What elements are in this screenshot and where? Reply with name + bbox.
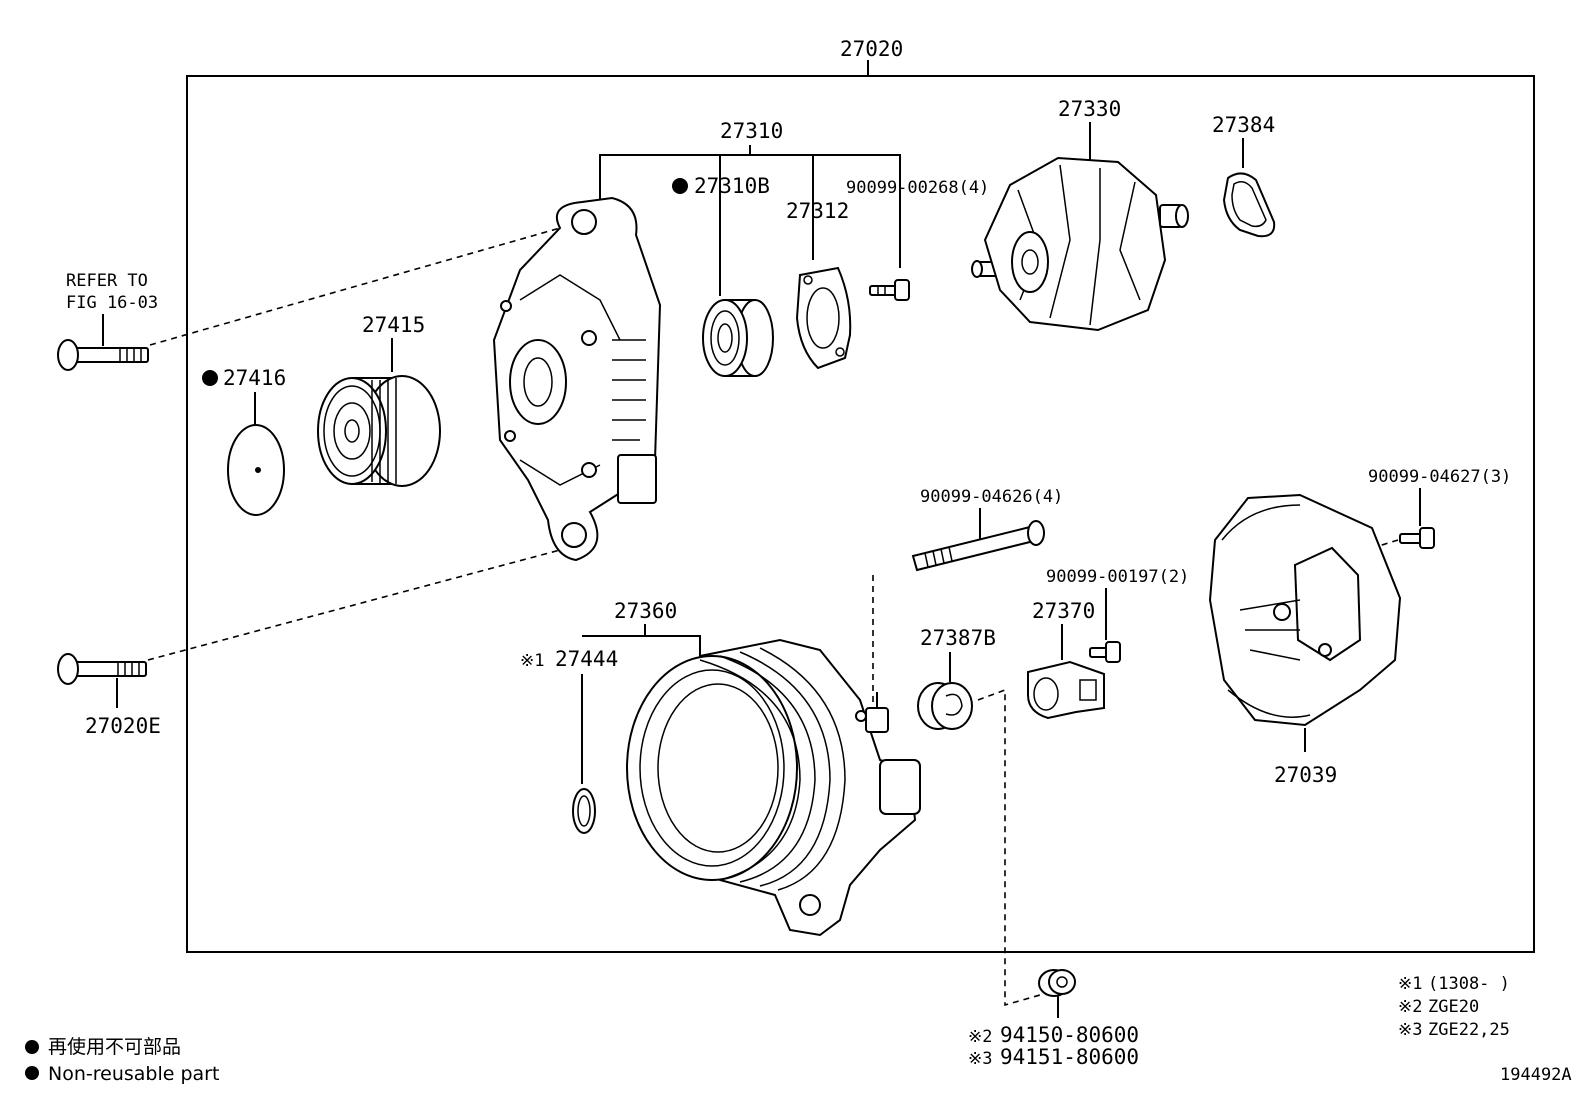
bolt-refer-fig <box>57 339 149 371</box>
label-27312[interactable]: 27312 <box>786 199 849 223</box>
non-reusable-dot-27416 <box>202 370 218 386</box>
legend-jp: 再使用不可部品 <box>48 1036 181 1058</box>
insulator-27387b <box>917 682 973 730</box>
label-27310b[interactable]: 27310B <box>694 174 770 198</box>
note-1-mark: ※1 <box>1398 974 1422 994</box>
label-90099-00197[interactable]: 90099-00197(2) <box>1046 567 1189 587</box>
screw-90099-00197 <box>1089 641 1121 663</box>
label-27384[interactable]: 27384 <box>1212 113 1275 137</box>
note-2-text: ZGE20 <box>1428 997 1479 1017</box>
screw-90099-00268 <box>869 279 910 301</box>
bearing-27310b <box>702 299 774 377</box>
brush-holder-27370 <box>1027 660 1105 720</box>
assembly-boundary <box>186 75 1535 953</box>
label-27330[interactable]: 27330 <box>1058 97 1121 121</box>
legend-en: Non-reusable part <box>48 1063 219 1085</box>
label-94150-80600[interactable]: 94150-80600 <box>1000 1023 1139 1047</box>
legend-dot-en <box>25 1066 39 1080</box>
mark-94150: ※2 <box>968 1027 992 1047</box>
label-27370[interactable]: 27370 <box>1032 599 1095 623</box>
rotor-27330 <box>971 156 1189 332</box>
label-27310[interactable]: 27310 <box>720 119 783 143</box>
refer-line-1[interactable]: REFER TO <box>66 271 148 291</box>
label-27415[interactable]: 27415 <box>362 313 425 337</box>
gasket-27444 <box>572 788 596 834</box>
drive-end-frame-27310 <box>492 196 662 562</box>
label-27020e[interactable]: 27020E <box>85 714 161 738</box>
non-reusable-dot-27310b <box>672 178 688 194</box>
label-27387b[interactable]: 27387B <box>920 626 996 650</box>
cap-27416 <box>227 424 285 516</box>
nut-94150-94151 <box>1038 969 1076 997</box>
label-27444[interactable]: 27444 <box>555 647 618 671</box>
refer-line-2[interactable]: FIG 16-03 <box>66 293 158 313</box>
label-27039[interactable]: 27039 <box>1274 763 1337 787</box>
label-94151-80600[interactable]: 94151-80600 <box>1000 1045 1139 1069</box>
label-27416[interactable]: 27416 <box>223 366 286 390</box>
stator-27360 <box>626 638 921 937</box>
note-3-mark: ※3 <box>1398 1020 1422 1040</box>
note-2-mark: ※2 <box>1398 997 1422 1017</box>
legend-dot-jp <box>25 1040 39 1054</box>
diagram-id: 194492A <box>1500 1065 1572 1085</box>
note-1-text: (1308- ) <box>1428 974 1510 994</box>
bolt-27020e <box>57 653 147 685</box>
pulley-27415 <box>317 375 441 487</box>
screw-90099-04627 <box>1399 527 1435 549</box>
label-90099-00268[interactable]: 90099-00268(4) <box>846 178 989 198</box>
plate-27312 <box>795 266 852 370</box>
note-3-text: ZGE22,25 <box>1428 1020 1510 1040</box>
rear-cover-27039 <box>1208 493 1402 727</box>
bolt-90099-04626 <box>911 520 1045 572</box>
label-90099-04627[interactable]: 90099-04627(3) <box>1368 467 1511 487</box>
mark-94151: ※3 <box>968 1049 992 1069</box>
label-27020[interactable]: 27020 <box>840 37 903 61</box>
ring-27384 <box>1222 172 1276 238</box>
mark-27444: ※1 <box>520 651 544 671</box>
label-90099-04626[interactable]: 90099-04626(4) <box>920 487 1063 507</box>
label-27360[interactable]: 27360 <box>614 599 677 623</box>
